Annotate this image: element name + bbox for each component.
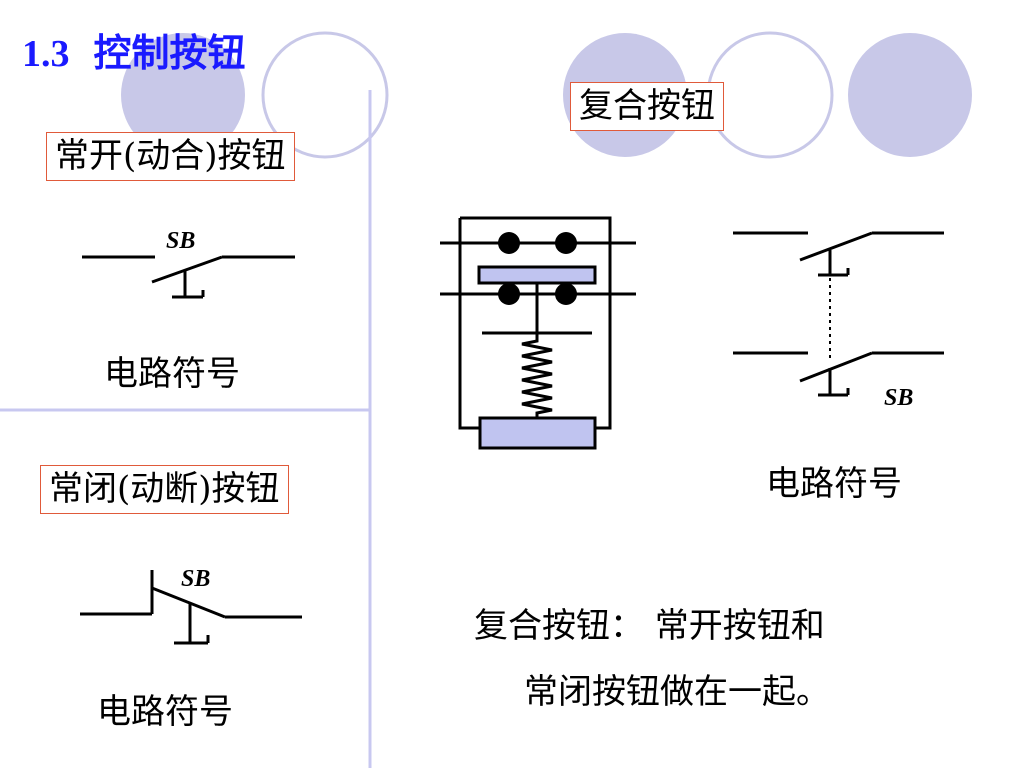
nc-button-label-box: 常闭(动断)按钮	[40, 465, 289, 515]
deco-circle-filled-right	[848, 33, 972, 157]
composite-caption: 电路符号	[766, 464, 902, 504]
nc-button-sb-tag: SB	[181, 566, 211, 592]
composite-button-label: 复合按钮	[579, 86, 715, 126]
nc-button-symbol	[80, 570, 302, 645]
nc-button-caption: 电路符号	[97, 692, 233, 732]
deco-circle-filled-left	[121, 33, 245, 157]
no-button-sb-tag: SB	[166, 228, 196, 254]
section-number: 1.3	[22, 33, 70, 75]
page-title: 1.3 控制按钮	[22, 22, 246, 77]
no-button-caption: 电路符号	[104, 354, 240, 394]
composite-button-symbol	[733, 231, 944, 397]
deco-circle-outline-right	[706, 31, 834, 159]
composite-description-line2: 常闭按钮做在一起。	[524, 672, 830, 712]
section-title: 控制按钮	[93, 30, 246, 75]
composite-sb-tag: SB	[884, 385, 914, 411]
no-button-label-box: 常开(动合)按钮	[46, 132, 295, 182]
composite-button-label-box: 复合按钮	[570, 82, 724, 132]
no-button-label: 常开(动合)按钮	[55, 136, 286, 176]
nc-button-label: 常闭(动断)按钮	[49, 469, 280, 509]
deco-circle-outline-left	[261, 31, 389, 159]
composite-button-structure	[440, 216, 636, 450]
no-button-symbol	[82, 255, 295, 299]
composite-description-line1: 复合按钮： 常开按钮和	[474, 606, 825, 646]
